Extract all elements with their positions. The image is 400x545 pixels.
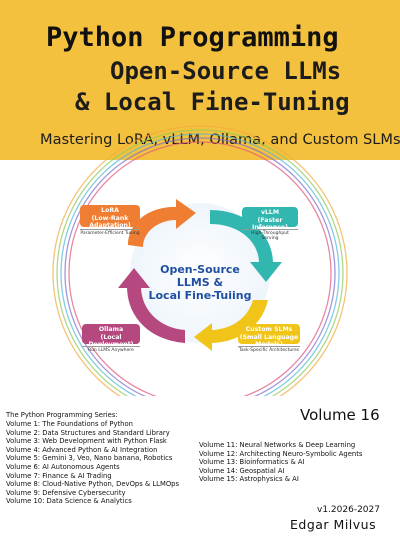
- lora-title: LoRA: [101, 207, 119, 214]
- version: v1.2026-2027: [317, 505, 380, 515]
- volume-number: Volume 16: [300, 406, 380, 424]
- vllm-caption: High-Throughput Serving: [242, 229, 298, 241]
- lora-subtitle: (Low-Rank Adaptation): [89, 214, 131, 230]
- ollama-title: Ollama: [98, 326, 124, 333]
- lora-caption: Parameter-Efficient Tuning: [80, 229, 140, 236]
- title-line-1: Python Programming: [46, 22, 339, 53]
- volume-item: Volume 12: Architecting Neuro-Symbolic A…: [199, 449, 363, 458]
- ollama-subtitle: (Local Deployment): [88, 333, 134, 349]
- lora-box: LoRA (Low-Rank Adaptation): [80, 205, 140, 230]
- volume-item: Volume 2: Data Structures and Standard L…: [6, 428, 170, 437]
- slm-box: Custom SLMs (Small Language Models): [238, 324, 300, 348]
- ollama-box: Ollama (Local Deployment): [82, 324, 140, 348]
- rainbow-rings: [52, 125, 348, 396]
- volume-list-right: Volume 11: Neural Networks & Deep Learni…: [199, 441, 362, 484]
- volume-item: Volume 10: Data Science & Analytics: [6, 497, 132, 506]
- title-line-2: Open-Source LLMs: [110, 57, 342, 85]
- volume-item: Volume 9: Defensive Cybersecurity: [6, 488, 126, 497]
- volume-item: Volume 11: Neural Networks & Deep Learni…: [199, 441, 356, 449]
- diagram-center-label: Open-Source LLMS & Local Fine-Tuiing: [140, 263, 260, 302]
- slm-subtitle: (Small Language Models): [239, 333, 299, 349]
- series-heading: The Python Programming Series:: [6, 411, 118, 419]
- volume-item: Volume 3: Web Development with Python Fl…: [6, 437, 167, 446]
- title-banner: Python Programming Open-Source LLMs & Lo…: [0, 0, 400, 160]
- ollama-arrow: [118, 268, 185, 343]
- volume-item: Volume 6: AI Autonomous Agents: [6, 462, 120, 471]
- volume-item: Volume 14: Geospatial AI: [199, 466, 285, 475]
- vllm-title: vLLM: [260, 209, 280, 216]
- vllm-box: vLLM (Faster Inference): [242, 207, 298, 231]
- center-line-2: LLMS &: [176, 276, 224, 289]
- lora-arrow: [128, 199, 196, 247]
- vllm-subtitle: (Faster Inference): [252, 216, 288, 232]
- volume-item: Volume 1: The Foundations of Python: [6, 420, 133, 428]
- author: Edgar Milvus: [290, 517, 377, 532]
- ollama-caption: Run LLMS Anywhere: [82, 346, 140, 353]
- volume-item: Volume 4: Advanced Python & AI Integrati…: [6, 445, 158, 454]
- vllm-arrow: [210, 210, 282, 282]
- slm-arrow: [194, 300, 268, 351]
- cycle-diagram: [52, 125, 348, 396]
- slm-title: Custom SLMs: [245, 326, 293, 333]
- volume-item: Volume 7: Finance & AI Trading: [6, 471, 112, 480]
- volume-item: Volume 13: Bioinformatics & AI: [199, 458, 305, 467]
- volume-item: Volume 5: Gemini 3, Veo, Nano banana, Ro…: [6, 454, 173, 463]
- slm-caption: Task-Specific Architectures: [238, 346, 300, 353]
- center-line-3: Local Fine-Tuiing: [148, 289, 252, 302]
- volume-item: Volume 8: Cloud-Native Python, DevOps & …: [6, 480, 180, 489]
- center-line-1: Open-Source: [160, 263, 240, 276]
- title-line-3: & Local Fine-Tuning: [75, 88, 350, 116]
- volume-item: Volume 15: Astrophysics & AI: [199, 475, 299, 484]
